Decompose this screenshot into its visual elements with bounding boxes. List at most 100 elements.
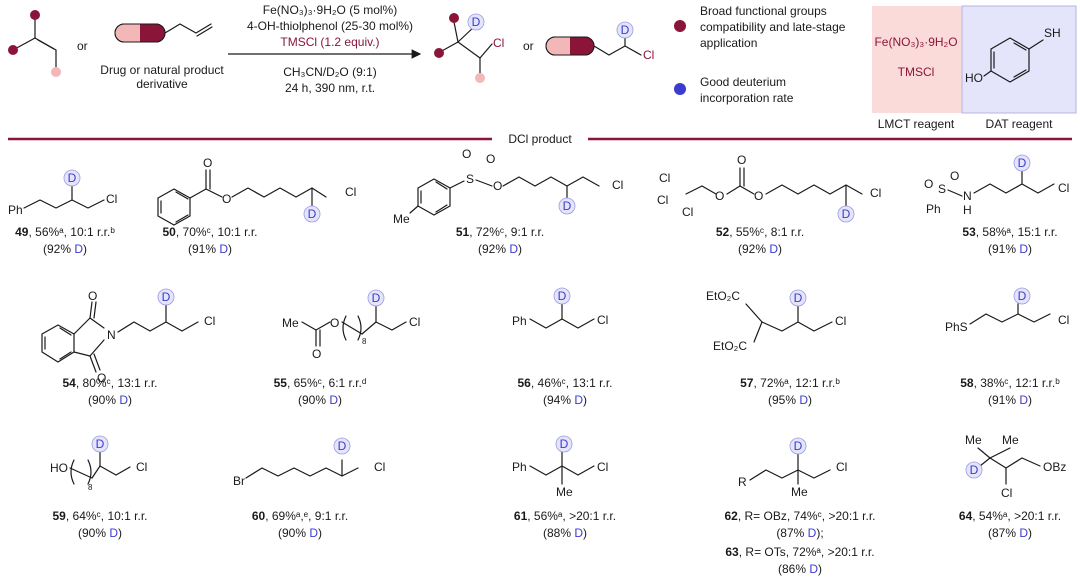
structure-50: O O D Cl bbox=[157, 156, 356, 226]
svg-text:8: 8 bbox=[362, 337, 367, 346]
legend: Broad functional groups compatibility an… bbox=[674, 4, 846, 105]
svg-text:D: D bbox=[1018, 156, 1027, 170]
product-drug: D Cl bbox=[545, 21, 654, 62]
svg-text:O: O bbox=[924, 177, 933, 191]
caption-line-1: 59, 64%ᶜ, 10:1 r.r. bbox=[53, 509, 148, 523]
drug-caption-1: Drug or natural product bbox=[100, 63, 224, 77]
caption-line-1: 60, 69%ᵃ,ᵉ, 9:1 r.r. bbox=[252, 509, 348, 523]
legend-red-dot bbox=[674, 20, 686, 32]
svg-text:HO: HO bbox=[965, 71, 983, 85]
svg-text:D: D bbox=[563, 199, 572, 213]
caption-line-1: 52, 55%ᶜ, 8:1 r.r. bbox=[716, 225, 804, 239]
svg-text:H: H bbox=[963, 203, 972, 217]
structure-52: Cl Cl Cl O O O D Cl bbox=[657, 153, 881, 223]
svg-text:24 h, 390 nm, r.t.: 24 h, 390 nm, r.t. bbox=[285, 81, 375, 95]
structure-54: O O N D Cl bbox=[41, 288, 215, 385]
structure-55: Me O O 8 D Cl bbox=[282, 289, 420, 361]
structure-62: R D Me Cl bbox=[738, 437, 847, 499]
svg-text:Fe(NO₃)₃·9H₂O: Fe(NO₃)₃·9H₂O bbox=[874, 35, 957, 49]
caption-line-2: (92% D) bbox=[43, 242, 87, 256]
svg-text:Me: Me bbox=[393, 212, 410, 226]
structure-64: Me Me D Cl OBz bbox=[965, 433, 1066, 500]
svg-text:Me: Me bbox=[965, 433, 982, 447]
svg-text:Cl: Cl bbox=[657, 193, 668, 207]
structure-56: Ph D Cl bbox=[512, 287, 608, 329]
svg-text:D: D bbox=[162, 290, 171, 304]
svg-text:incorporation rate: incorporation rate bbox=[700, 91, 794, 105]
caption-line-2: (90% D) bbox=[298, 393, 342, 407]
caption-line-2: (86% D) bbox=[778, 562, 822, 576]
svg-text:Cl: Cl bbox=[345, 185, 356, 199]
caption-line-2: (87% D) bbox=[988, 526, 1032, 540]
caption-line-2: (92% D) bbox=[478, 242, 522, 256]
svg-text:compatibility and late-stage: compatibility and late-stage bbox=[700, 20, 846, 34]
captions: 49, 56%ᵃ, 10:1 r.r.ᵇ(92% D)50, 70%ᶜ, 10:… bbox=[15, 225, 1061, 576]
svg-text:Cl: Cl bbox=[870, 186, 881, 200]
svg-text:Ph: Ph bbox=[8, 203, 23, 217]
legend-blue-dot bbox=[674, 83, 686, 95]
svg-text:application: application bbox=[700, 36, 757, 50]
svg-text:Ph: Ph bbox=[512, 314, 527, 328]
caption-line-1: 53, 58%ᵃ, 15:1 r.r. bbox=[962, 225, 1057, 239]
svg-text:Me: Me bbox=[282, 316, 299, 330]
svg-text:Cl: Cl bbox=[204, 314, 215, 328]
svg-text:EtO₂C: EtO₂C bbox=[706, 289, 740, 303]
structure-59: HO 8 D Cl bbox=[50, 435, 147, 492]
svg-text:Broad functional groups: Broad functional groups bbox=[700, 4, 827, 18]
substituent-dot bbox=[51, 67, 61, 77]
caption-line-1: 57, 72%ᵃ, 12:1 r.r.ᵇ bbox=[740, 376, 840, 390]
svg-text:O: O bbox=[715, 189, 724, 203]
caption-line-1: 62, R= OBz, 74%ᶜ, >20:1 r.r. bbox=[724, 509, 875, 523]
svg-text:O: O bbox=[486, 152, 495, 166]
product-generic: D Cl bbox=[434, 13, 504, 83]
svg-text:Cl: Cl bbox=[836, 460, 847, 474]
svg-text:D: D bbox=[794, 439, 803, 453]
caption-line-2: (90% D) bbox=[78, 526, 122, 540]
svg-text:Cl: Cl bbox=[106, 192, 117, 206]
svg-text:O: O bbox=[754, 189, 763, 203]
svg-text:CH₃CN/D₂O (9:1): CH₃CN/D₂O (9:1) bbox=[283, 65, 377, 79]
svg-text:Cl: Cl bbox=[1058, 313, 1069, 327]
svg-text:TMSCl (1.2 equiv.): TMSCl (1.2 equiv.) bbox=[280, 35, 379, 49]
svg-text:Cl: Cl bbox=[493, 36, 504, 50]
caption-line-1: 64, 54%ᵃ, >20:1 r.r. bbox=[959, 509, 1061, 523]
drug-capsule bbox=[114, 23, 213, 43]
caption-line-1: 63, R= OTs, 72%ᵃ, >20:1 r.r. bbox=[725, 545, 874, 559]
caption-line-1: 51, 72%ᶜ, 9:1 r.r. bbox=[456, 225, 544, 239]
svg-text:O: O bbox=[88, 289, 97, 303]
caption-line-2: (94% D) bbox=[543, 393, 587, 407]
caption-line-2: (95% D) bbox=[768, 393, 812, 407]
svg-text:OBz: OBz bbox=[1043, 460, 1066, 474]
svg-text:Me: Me bbox=[791, 485, 808, 499]
svg-text:O: O bbox=[312, 347, 321, 361]
svg-text:R: R bbox=[738, 475, 747, 489]
or-text-1: or bbox=[77, 39, 88, 53]
caption-line-1: 56, 46%ᶜ, 13:1 r.r. bbox=[518, 376, 613, 390]
svg-text:D: D bbox=[96, 437, 105, 451]
svg-text:D: D bbox=[558, 289, 567, 303]
svg-text:O: O bbox=[462, 147, 471, 161]
or-text-2: or bbox=[523, 39, 534, 53]
caption-line-2: (92% D) bbox=[738, 242, 782, 256]
alkene-substrate bbox=[8, 10, 61, 77]
svg-text:Cl: Cl bbox=[659, 171, 670, 185]
structure-58: PhS D Cl bbox=[945, 287, 1069, 334]
caption-line-2: (90% D) bbox=[278, 526, 322, 540]
svg-text:DAT reagent: DAT reagent bbox=[986, 117, 1054, 131]
svg-text:O: O bbox=[493, 179, 502, 193]
svg-text:LMCT reagent: LMCT reagent bbox=[878, 117, 955, 131]
substituent-dot bbox=[30, 10, 40, 20]
svg-text:Me: Me bbox=[556, 485, 573, 499]
svg-text:4-OH-thiolphenol (25-30 mol%): 4-OH-thiolphenol (25-30 mol%) bbox=[247, 19, 413, 33]
svg-text:O: O bbox=[222, 192, 231, 206]
svg-text:O: O bbox=[737, 153, 746, 167]
svg-text:D: D bbox=[970, 463, 979, 477]
caption-line-1: 54, 80%ᶜ, 13:1 r.r. bbox=[63, 376, 158, 390]
reagent-panel: Fe(NO₃)₃·9H₂O TMSCl LMCT reagent DAT rea… bbox=[872, 5, 1077, 131]
svg-text:Cl: Cl bbox=[136, 460, 147, 474]
svg-text:D: D bbox=[338, 439, 347, 453]
svg-text:Br: Br bbox=[233, 474, 245, 488]
caption-line-2: (91% D) bbox=[988, 393, 1032, 407]
svg-text:Cl: Cl bbox=[409, 315, 420, 329]
